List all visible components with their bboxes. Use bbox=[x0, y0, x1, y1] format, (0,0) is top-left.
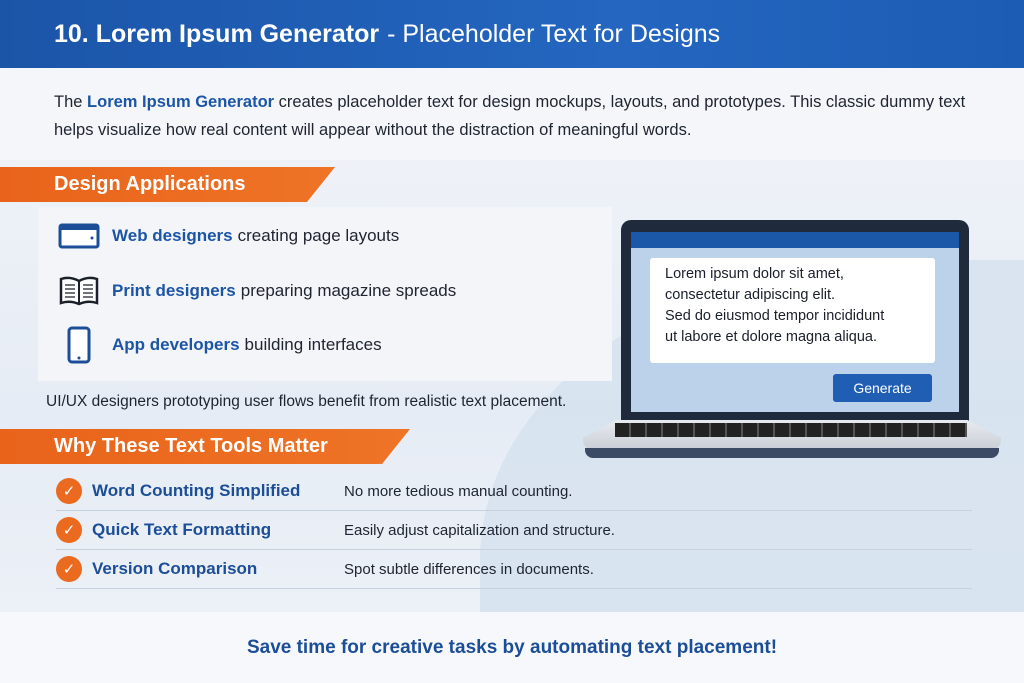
design-note: UI/UX designers prototyping user flows b… bbox=[46, 393, 567, 410]
laptop-illustration: Lorem ipsum dolor sit amet, consectetur a… bbox=[621, 220, 969, 422]
lorem-line: consectetur adipiscing elit. bbox=[665, 287, 836, 303]
row-title: Version Comparison bbox=[92, 559, 258, 578]
check-icon: ✓ bbox=[56, 556, 82, 582]
table-row: ✓ Word Counting Simplified No more tedious… bbox=[56, 472, 972, 511]
open-book-icon bbox=[58, 274, 100, 308]
lorem-line: ut labore et dolore magna aliqua. bbox=[665, 329, 878, 345]
page-header: 10. Lorem Ipsum Generator- Placeholder T… bbox=[0, 0, 1024, 68]
laptop-screen: Lorem ipsum dolor sit amet, consectetur a… bbox=[631, 232, 959, 412]
screen-titlebar bbox=[631, 232, 959, 248]
item-bold-label: App developers bbox=[112, 335, 240, 354]
item-bold-label: Web designers bbox=[112, 226, 233, 245]
check-icon: ✓ bbox=[56, 517, 82, 543]
page-title: 10. Lorem Ipsum Generator bbox=[54, 19, 380, 48]
page-subtitle: - Placeholder Text for Designs bbox=[387, 19, 721, 48]
intro-highlight: Lorem Ipsum Generator bbox=[87, 93, 275, 111]
generate-button[interactable]: Generate bbox=[833, 374, 932, 402]
lorem-output-box: Lorem ipsum dolor sit amet, consectetur a… bbox=[650, 258, 935, 363]
footer-callout: Save time for creative tasks by automati… bbox=[0, 612, 1024, 683]
row-description: No more tedious manual counting. bbox=[344, 482, 573, 500]
smartphone-icon bbox=[58, 326, 100, 364]
design-applications-banner: Design Applications bbox=[0, 167, 335, 202]
row-description: Easily adjust capitalization and structu… bbox=[344, 521, 615, 539]
browser-window-icon bbox=[58, 219, 100, 253]
lorem-line: Sed do eiusmod tempor incididunt bbox=[665, 308, 885, 324]
laptop-keyboard bbox=[615, 423, 967, 437]
design-applications-panel bbox=[38, 207, 612, 381]
intro-text-start: The bbox=[54, 93, 88, 111]
why-tools-banner: Why These Text Tools Matter bbox=[0, 429, 410, 464]
intro-band bbox=[0, 68, 1024, 160]
table-row: ✓ Version Comparison Spot subtle differenc… bbox=[56, 550, 972, 589]
item-bold-label: Print designers bbox=[112, 281, 236, 300]
row-title: Word Counting Simplified bbox=[92, 481, 301, 500]
item-text: creating page layouts bbox=[237, 226, 400, 245]
laptop-base-edge bbox=[585, 448, 999, 458]
table-row: ✓ Quick Text Formatting Easily adjust capi… bbox=[56, 511, 972, 550]
item-text: building interfaces bbox=[244, 335, 382, 354]
intro-paragraph: The Lorem Ipsum Generator creates placeh… bbox=[54, 88, 984, 144]
row-title: Quick Text Formatting bbox=[92, 520, 272, 539]
row-description: Spot subtle differences in documents. bbox=[344, 560, 594, 578]
lorem-line: Lorem ipsum dolor sit amet, bbox=[665, 266, 844, 282]
intro-text-end: creates placeholder text for design mock… bbox=[54, 93, 966, 139]
check-icon: ✓ bbox=[56, 478, 82, 504]
item-text: preparing magazine spreads bbox=[240, 281, 457, 300]
